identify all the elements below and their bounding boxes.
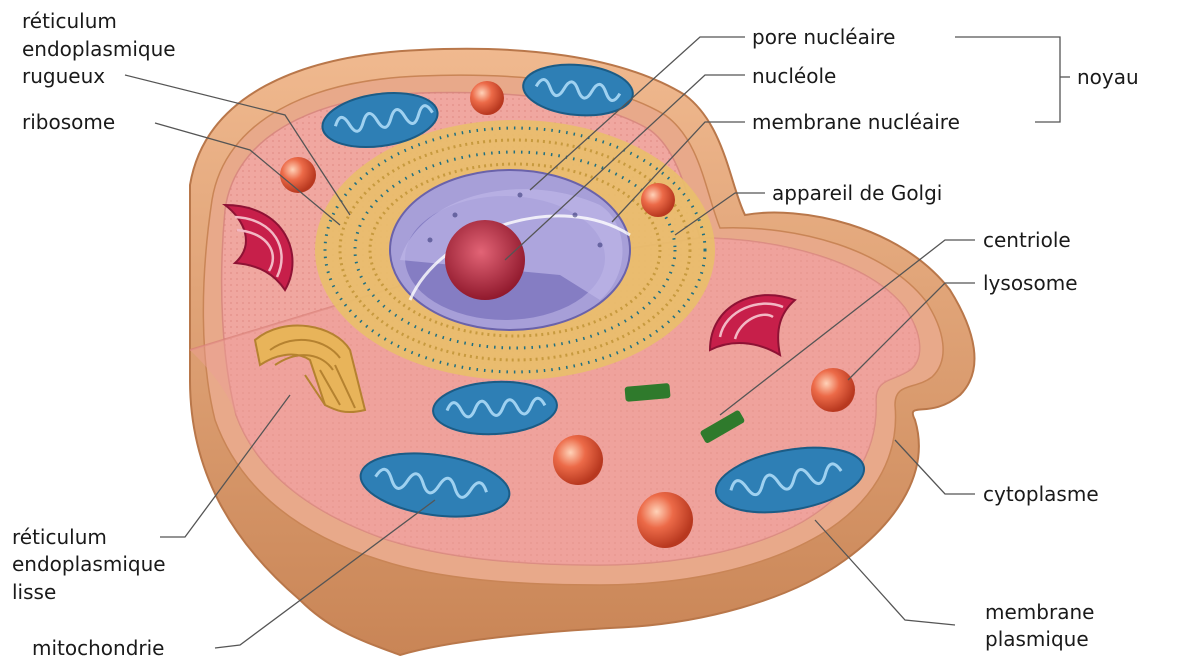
label-reticulum-lisse-line1: réticulum xyxy=(12,525,107,549)
label-reticulum-rugueux-line2: endoplasmique xyxy=(22,37,176,61)
label-membrane-plasmique-line1: membrane xyxy=(985,600,1094,624)
label-membrane-plasmique-line2: plasmique xyxy=(985,627,1089,651)
label-reticulum-rugueux-line1: réticulum xyxy=(22,9,117,33)
label-reticulum-lisse-line2: endoplasmique xyxy=(12,552,166,576)
label-mitochondrie: mitochondrie xyxy=(32,636,164,660)
label-nucleole: nucléole xyxy=(752,64,836,88)
label-cytoplasme: cytoplasme xyxy=(983,482,1099,506)
label-lysosome: lysosome xyxy=(983,271,1078,295)
label-appareil-golgi: appareil de Golgi xyxy=(772,181,942,205)
label-ribosome: ribosome xyxy=(22,110,115,134)
label-reticulum-lisse-line3: lisse xyxy=(12,580,56,604)
label-membrane-nucleaire: membrane nucléaire xyxy=(752,110,960,134)
label-pore-nucleaire: pore nucléaire xyxy=(752,25,896,49)
label-centriole: centriole xyxy=(983,228,1071,252)
nucleus xyxy=(390,170,630,330)
label-noyau: noyau xyxy=(1077,65,1139,89)
label-reticulum-rugueux-line3: rugueux xyxy=(22,64,105,88)
nucleolus-shape xyxy=(445,220,525,300)
